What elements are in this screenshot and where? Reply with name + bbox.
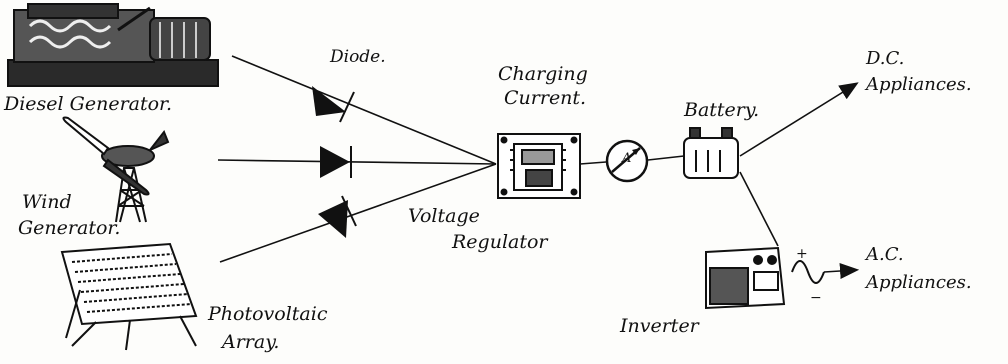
diesel-generator-icon (7, 3, 219, 87)
inverter-icon (705, 246, 825, 310)
diesel-generator-label: Diesel Generator. (3, 93, 172, 115)
photovoltaic-array-label-line2: Array. (220, 331, 279, 353)
voltage-regulator-icon (497, 133, 581, 199)
voltage-regulator-label-line2: Regulator (451, 231, 549, 253)
photovoltaic-array-label-line1: Photovoltaic (207, 303, 328, 325)
wind-generator-icon (62, 116, 170, 223)
diode-bottom-symbol (318, 195, 357, 238)
diode-top-symbol (312, 86, 355, 123)
diode-middle-symbol (320, 146, 352, 178)
output-lines (739, 82, 860, 279)
wind-generator-label-line1: Wind (22, 191, 72, 213)
dc-appliances-label-line2: Appliances. (864, 74, 972, 95)
ac-appliances-label-line2: Appliances. (864, 272, 972, 293)
ammeter-icon: A (605, 139, 649, 183)
photovoltaic-array-icon (60, 242, 198, 351)
ac-appliances-label-line1: A.C. (864, 244, 904, 265)
wind-generator-label-line2: Generator. (18, 217, 120, 239)
diode-label: Diode. (329, 47, 386, 67)
ammeter-symbol: A (621, 151, 631, 166)
charging-current-label-line1: Charging (498, 63, 588, 85)
battery-icon (683, 127, 739, 179)
feed-lines (217, 55, 497, 263)
dc-appliances-label-line1: D.C. (865, 48, 904, 69)
charging-current-label-line2: Current. (504, 87, 586, 109)
inverter-minus-sign: − (810, 290, 822, 306)
inverter-plus-sign: + (796, 246, 808, 262)
voltage-regulator-label-line1: Voltage (408, 205, 480, 227)
battery-label: Battery. (683, 99, 759, 121)
inverter-label: Inverter (619, 315, 701, 337)
charging-lines (579, 155, 685, 165)
